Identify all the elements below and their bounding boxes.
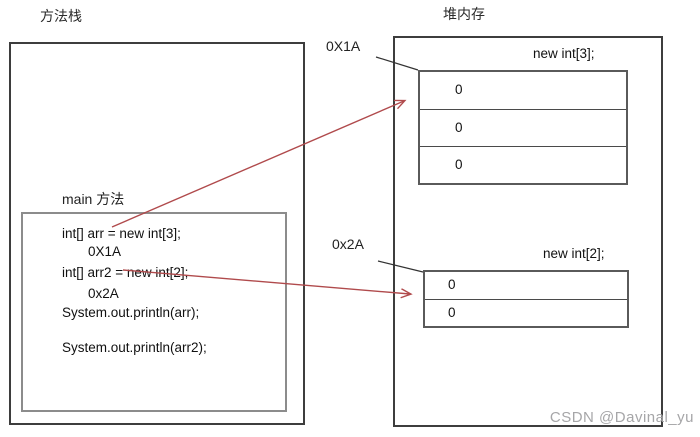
- array-int3-cell-0: 0: [455, 82, 463, 97]
- array-int2-cell-0: 0: [448, 277, 456, 292]
- array-int3: 0 0 0: [418, 70, 628, 185]
- code-line-println-arr2: System.out.println(arr2);: [62, 340, 207, 355]
- heap-memory-label: 堆内存: [443, 6, 485, 22]
- array-int2: 0 0: [423, 270, 629, 328]
- code-line-arr2-decl: int[] arr2 = new int[2];: [62, 265, 189, 280]
- code-addr-0x1a: 0X1A: [88, 244, 122, 259]
- method-stack-label: 方法栈: [40, 8, 82, 24]
- array-int2-cell-1: 0: [425, 299, 627, 326]
- code-line-arr-decl: int[] arr = new int[3];: [62, 226, 181, 241]
- array-int3-cell-2: 0: [420, 146, 626, 183]
- pointer-label-0x1a: 0X1A: [326, 38, 361, 54]
- main-method-label: main 方法: [62, 191, 125, 207]
- array-int3-title: new int[3];: [533, 46, 595, 61]
- array-int2-title: new int[2];: [543, 246, 605, 261]
- code-line-println-arr: System.out.println(arr);: [62, 305, 200, 320]
- watermark: CSDN @Davinal_yu: [549, 409, 694, 426]
- code-addr-0x2a: 0x2A: [88, 286, 119, 301]
- pointer-label-0x2a: 0x2A: [332, 236, 364, 252]
- array-int3-cell-1: 0: [420, 109, 626, 146]
